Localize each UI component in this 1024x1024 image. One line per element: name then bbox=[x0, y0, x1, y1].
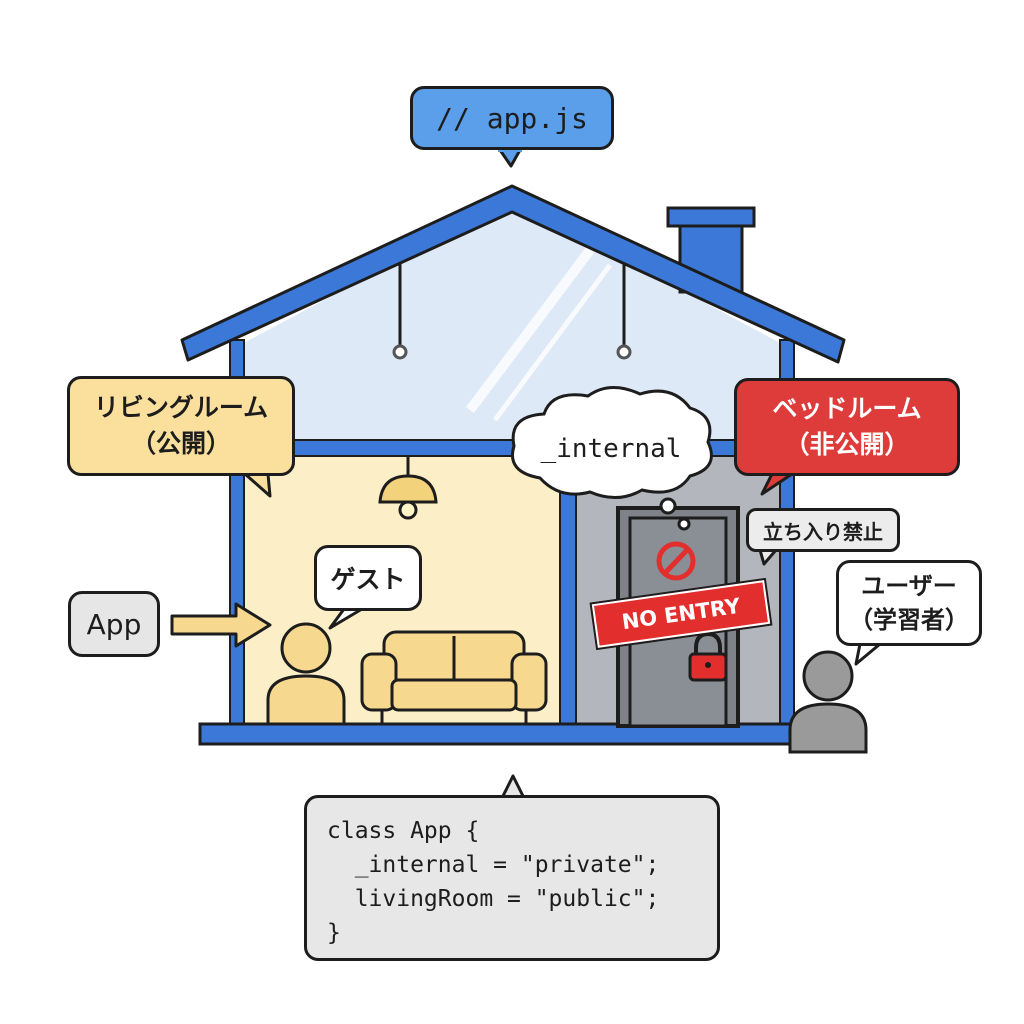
ceiling-lamp-icon bbox=[378, 456, 438, 520]
user-subtitle: （学習者） bbox=[849, 606, 969, 634]
user-title: ユーザー bbox=[861, 572, 957, 600]
code-line: } bbox=[327, 920, 341, 946]
arrow-right-icon bbox=[170, 602, 272, 648]
thought-cloud bbox=[511, 386, 713, 531]
padlock-icon bbox=[688, 631, 728, 682]
code-line: _internal = "private"; bbox=[327, 852, 660, 878]
bedroom-subtitle: （非公開） bbox=[784, 430, 910, 459]
living-room-title: リビングルーム bbox=[93, 393, 269, 422]
bedroom-title: ベッドルーム bbox=[772, 394, 922, 423]
file-name-label: // app.js bbox=[410, 86, 614, 150]
user-figure-icon bbox=[788, 650, 868, 754]
guest-label: ゲスト bbox=[314, 545, 422, 611]
code-line: livingRoom = "public"; bbox=[327, 886, 660, 912]
guest-figure-icon bbox=[266, 622, 346, 726]
internal-thought-label: _internal bbox=[540, 434, 682, 464]
no-entry-label: 立ち入り禁止 bbox=[746, 508, 900, 552]
roof bbox=[180, 184, 846, 364]
user-label: ユーザー （学習者） bbox=[836, 560, 982, 646]
living-room-label: リビングルーム （公開） bbox=[67, 376, 295, 476]
living-room-subtitle: （公開） bbox=[130, 429, 231, 458]
bedroom-label: ベッドルーム （非公開） bbox=[734, 378, 960, 476]
app-label: App bbox=[68, 591, 160, 657]
sofa-icon bbox=[360, 630, 548, 724]
code-line: class App { bbox=[327, 818, 480, 844]
no-entry-icon bbox=[656, 541, 696, 581]
attic-glass bbox=[238, 200, 786, 445]
code-snippet: class App { _internal = "private"; livin… bbox=[304, 795, 720, 961]
